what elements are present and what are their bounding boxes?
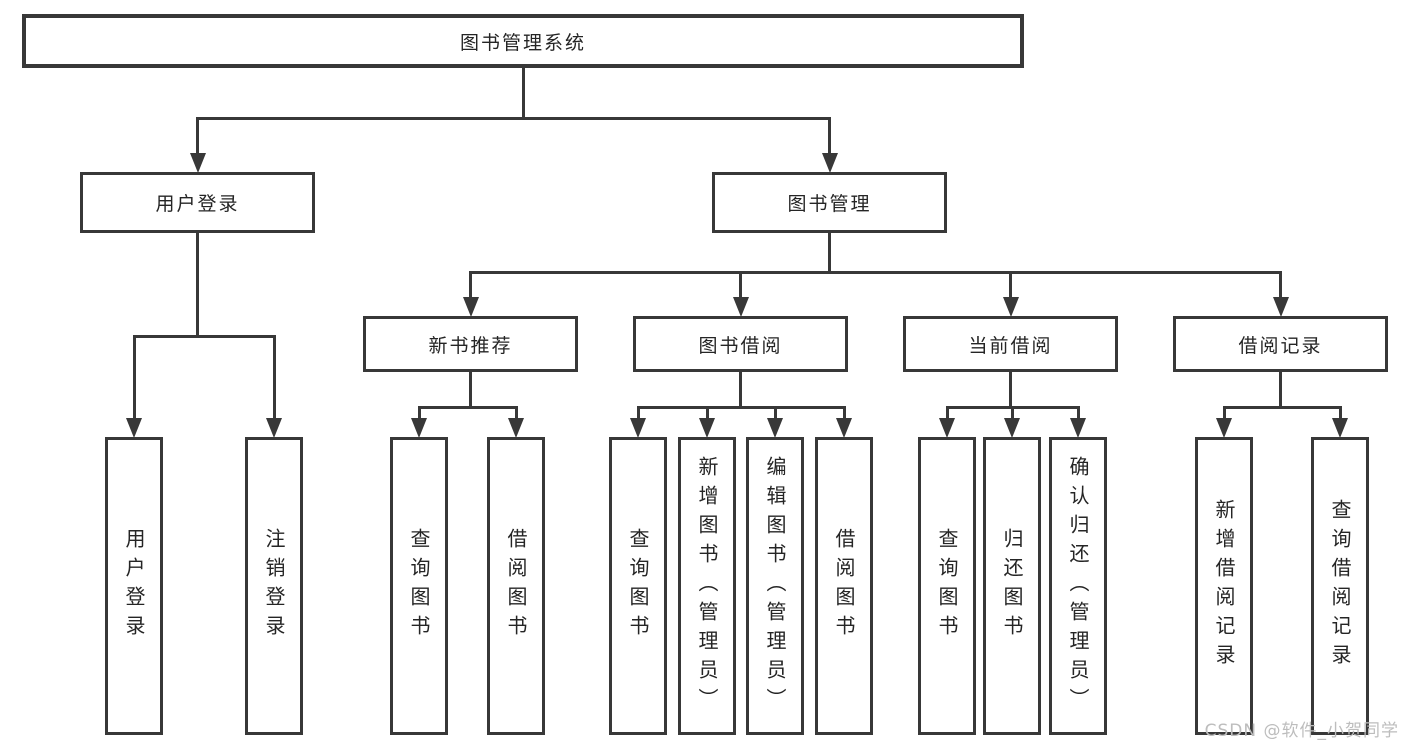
- node-label-leaf-cur-return-book: 归还图书: [1000, 528, 1024, 644]
- node-label-leaf-logout: 注销登录: [262, 528, 286, 644]
- node-label-leaf-rec-borrow-book: 借阅图书: [504, 528, 528, 644]
- node-user-login: 用户登录: [80, 172, 315, 233]
- node-label-new-book-rec: 新书推荐: [428, 334, 513, 357]
- node-current-borrow: 当前借阅: [903, 316, 1118, 372]
- connector-stem-new-book-rec: [469, 372, 472, 407]
- csdn-watermark: CSDN @软件_小贺同学: [1204, 721, 1399, 741]
- node-leaf-rec-query-book: 查询图书: [390, 437, 448, 735]
- connector-bus-borrow-record: [1222, 405, 1342, 409]
- connector-drop-leaf-cur-confirm-return: [1076, 407, 1080, 420]
- arrowhead-down-icon-leaf-borrow-query-book: [630, 418, 646, 438]
- connector-drop-current-borrow: [1009, 272, 1012, 299]
- node-leaf-cur-query-book: 查询图书: [918, 437, 976, 735]
- arrowhead-down-icon-leaf-cur-return-book: [1004, 418, 1020, 438]
- connector-bus-book-mgmt: [469, 270, 1282, 274]
- connector-drop-leaf-rec-query-book: [417, 407, 421, 420]
- arrowhead-down-icon-borrow-record: [1272, 297, 1289, 317]
- arrowhead-down-icon-leaf-borrow-add-book: [699, 418, 715, 438]
- connector-stem-current-borrow: [1009, 372, 1012, 407]
- connector-drop-leaf-borrow-query-book: [636, 407, 640, 420]
- arrowhead-down-icon-leaf-user-login: [126, 418, 142, 438]
- node-book-mgmt: 图书管理: [712, 172, 947, 233]
- connector-stem-root: [521, 68, 525, 118]
- connector-drop-leaf-logout: [272, 336, 276, 420]
- connector-drop-borrow-record: [1279, 272, 1282, 299]
- connector-bus-root: [196, 116, 831, 120]
- node-root: 图书管理系统: [22, 14, 1024, 68]
- connector-drop-book-mgmt: [828, 118, 831, 155]
- connector-drop-leaf-borrow-borrow-book: [842, 407, 846, 420]
- connector-bus-user-login: [132, 334, 276, 338]
- arrowhead-down-icon-leaf-borrow-borrow-book: [836, 418, 852, 438]
- arrowhead-down-icon-leaf-record-add: [1216, 418, 1232, 438]
- connector-stem-book-mgmt: [828, 233, 831, 272]
- arrowhead-down-icon-book-mgmt: [821, 153, 838, 173]
- node-leaf-borrow-borrow-book: 借阅图书: [815, 437, 873, 735]
- node-leaf-borrow-add-book: 新增图书（管理员）: [678, 437, 736, 735]
- connector-stem-user-login: [196, 233, 199, 336]
- node-label-user-login: 用户登录: [155, 193, 240, 215]
- connector-drop-leaf-cur-return-book: [1010, 407, 1014, 420]
- node-book-borrow: 图书借阅: [633, 316, 848, 372]
- node-leaf-borrow-query-book: 查询图书: [609, 437, 667, 735]
- connector-drop-leaf-cur-query-book: [945, 407, 949, 420]
- node-label-leaf-borrow-add-book: 新增图书（管理员）: [695, 455, 719, 717]
- node-label-leaf-borrow-query-book: 查询图书: [626, 528, 650, 644]
- node-label-leaf-user-login: 用户登录: [122, 528, 146, 644]
- arrowhead-down-icon-leaf-cur-query-book: [939, 418, 955, 438]
- connector-stem-borrow-record: [1279, 372, 1282, 407]
- node-label-root: 图书管理系统: [459, 31, 586, 54]
- connector-drop-leaf-rec-borrow-book: [514, 407, 518, 420]
- connector-drop-new-book-rec: [469, 272, 472, 299]
- connector-drop-book-borrow: [739, 272, 742, 299]
- connector-drop-leaf-record-query: [1338, 407, 1342, 420]
- arrowhead-down-icon-book-borrow: [732, 297, 749, 317]
- node-label-leaf-rec-query-book: 查询图书: [407, 528, 431, 644]
- arrowhead-down-icon-leaf-cur-confirm-return: [1070, 418, 1086, 438]
- connector-drop-leaf-user-login: [132, 336, 136, 420]
- arrowhead-down-icon-leaf-record-query: [1332, 418, 1348, 438]
- connector-bus-book-borrow: [636, 405, 846, 409]
- node-leaf-rec-borrow-book: 借阅图书: [487, 437, 545, 735]
- node-borrow-record: 借阅记录: [1173, 316, 1388, 372]
- connector-drop-user-login: [196, 118, 199, 155]
- connector-stem-book-borrow: [739, 372, 742, 407]
- node-new-book-rec: 新书推荐: [363, 316, 578, 372]
- node-label-leaf-record-add: 新增借阅记录: [1212, 499, 1236, 673]
- arrowhead-down-icon-user-login: [189, 153, 206, 173]
- node-leaf-borrow-edit-book: 编辑图书（管理员）: [746, 437, 804, 735]
- connector-drop-leaf-record-add: [1222, 407, 1226, 420]
- arrowhead-down-icon-new-book-rec: [462, 297, 479, 317]
- connector-drop-leaf-borrow-edit-book: [773, 407, 777, 420]
- node-label-leaf-borrow-borrow-book: 借阅图书: [832, 528, 856, 644]
- node-label-current-borrow: 当前借阅: [968, 334, 1053, 357]
- arrowhead-down-icon-leaf-borrow-edit-book: [767, 418, 783, 438]
- node-label-leaf-cur-confirm-return: 确认归还（管理员）: [1066, 455, 1090, 717]
- connector-bus-new-book-rec: [417, 405, 518, 409]
- node-label-leaf-record-query: 查询借阅记录: [1328, 499, 1352, 673]
- connector-drop-leaf-borrow-add-book: [705, 407, 709, 420]
- node-leaf-cur-confirm-return: 确认归还（管理员）: [1049, 437, 1107, 735]
- node-leaf-user-login: 用户登录: [105, 437, 163, 735]
- node-leaf-record-query: 查询借阅记录: [1311, 437, 1369, 735]
- arrowhead-down-icon-current-borrow: [1002, 297, 1019, 317]
- node-leaf-logout: 注销登录: [245, 437, 303, 735]
- arrowhead-down-icon-leaf-rec-query-book: [411, 418, 427, 438]
- node-label-book-borrow: 图书借阅: [698, 334, 783, 357]
- node-label-leaf-cur-query-book: 查询图书: [935, 528, 959, 644]
- arrowhead-down-icon-leaf-rec-borrow-book: [508, 418, 524, 438]
- node-label-leaf-borrow-edit-book: 编辑图书（管理员）: [763, 455, 787, 717]
- node-leaf-cur-return-book: 归还图书: [983, 437, 1041, 735]
- node-label-borrow-record: 借阅记录: [1238, 334, 1323, 357]
- node-leaf-record-add: 新增借阅记录: [1195, 437, 1253, 735]
- arrowhead-down-icon-leaf-logout: [266, 418, 282, 438]
- node-label-book-mgmt: 图书管理: [787, 193, 872, 215]
